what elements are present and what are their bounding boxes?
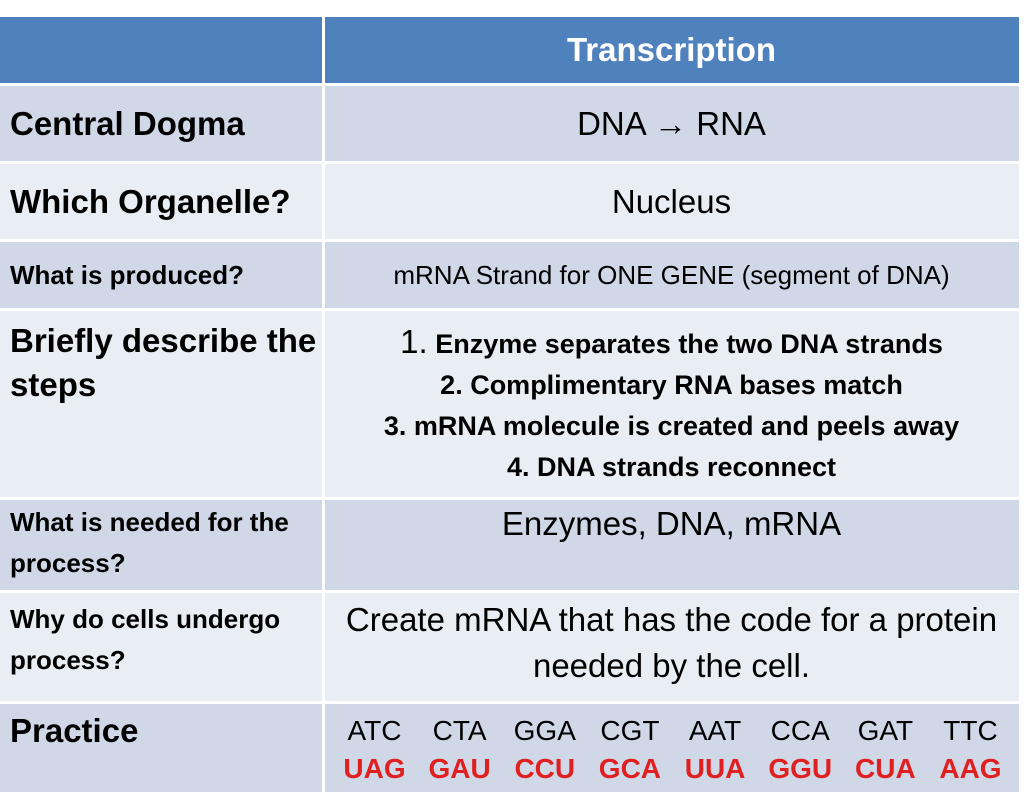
dna-codon: ATC [347,715,402,746]
step-item: 4. DNA strands reconnect [506,452,837,482]
rna-codon: GGU [768,753,833,784]
table-header-row: Transcription [0,17,1022,86]
codon-pair: AAT UUA [679,712,751,788]
row-value: Nucleus [323,162,1022,242]
table-row: Why do cells undergo process? Create mRN… [0,591,1022,704]
row-label: Practice [0,702,325,795]
codon-pair: CGT GCA [594,712,666,788]
header-corner-cell [0,17,325,86]
table-row: What is needed for the process? Enzymes,… [0,498,1022,593]
dna-codon: CCA [770,715,830,746]
dna-codon: AAT [688,715,742,746]
table-row: Briefly describe the steps 1. Enzyme sep… [0,309,1022,500]
row-label: Briefly describe the steps [0,309,325,500]
row-value: DNA → RNA [323,84,1022,164]
rna-codon: GAU [428,753,491,784]
dna-codon: TTC [943,715,998,746]
step-item: 1. Enzyme separates the two DNA strands [325,321,1019,365]
dna-codon: CTA [432,715,487,746]
row-label: Why do cells undergo process? [0,591,325,704]
table-row: Central Dogma DNA → RNA [0,84,1022,164]
practice-cell: ATC UAG CTA GAU GGA CCU CGT GCA AAT UUA CCA GG… [323,702,1022,795]
rna-codon: UUA [684,753,746,784]
row-value: mRNA Strand for ONE GENE (segment of DNA… [323,240,1022,311]
step-item: 2. Complimentary RNA bases match [440,370,903,400]
row-value: Enzymes, DNA, mRNA [323,498,1022,593]
step-number: 1. [400,323,428,360]
row-value: Create mRNA that has the code for a prot… [323,591,1022,704]
row-label: Central Dogma [0,84,325,164]
table-row: What is produced? mRNA Strand for ONE GE… [0,240,1022,311]
row-label: What is needed for the process? [0,498,325,593]
codon-pair: ATC UAG [339,712,411,788]
codon-pair: GAT CUA [849,712,921,788]
codon-pair: GGA CCU [509,712,581,788]
codon-pair: CTA GAU [424,712,496,788]
steps-cell: 1. Enzyme separates the two DNA strands … [323,309,1022,500]
rna-codon: GCA [598,753,662,784]
step-text: Enzyme separates the two DNA strands [435,329,943,359]
dna-codon: GGA [513,715,576,746]
header-title: Transcription [323,17,1022,86]
steps-list: 1. Enzyme separates the two DNA strands … [325,311,1019,488]
table-row: Practice ATC UAG CTA GAU GGA CCU CGT GCA AAT… [0,702,1022,795]
rna-codon: CCU [514,753,576,784]
rna-codon: CUA [855,753,916,784]
dna-codon: GAT [857,715,914,746]
rna-codon: UAG [343,753,406,784]
dna-codon: CGT [600,715,660,746]
rna-codon: AAG [939,753,1002,784]
codon-pair: CCA GGU [764,712,836,788]
codon-list: ATC UAG CTA GAU GGA CCU CGT GCA AAT UUA CCA GG… [325,704,1019,788]
row-label: What is produced? [0,240,325,311]
codon-pair: TTC AAG [934,712,1006,788]
step-item: 3. mRNA molecule is created and peels aw… [383,411,960,441]
transcription-table: Transcription Central Dogma DNA → RNA Wh… [0,17,1022,795]
row-label: Which Organelle? [0,162,325,242]
table-row: Which Organelle? Nucleus [0,162,1022,242]
